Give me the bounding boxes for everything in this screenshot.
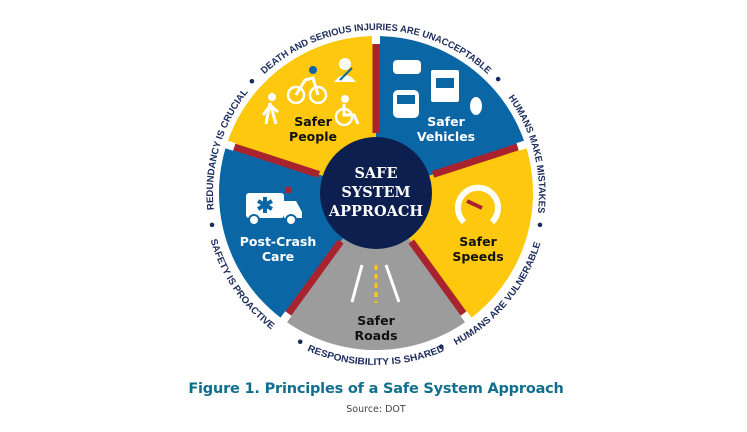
separator-dot <box>249 78 255 84</box>
seatbelt-icon <box>334 58 356 82</box>
bus-icon <box>393 90 419 118</box>
segment-label: Safer <box>357 313 395 328</box>
segment-divider <box>233 143 321 178</box>
center-line: APPROACH <box>328 203 424 220</box>
motorcycle-icon <box>470 97 482 115</box>
divider-gap <box>224 140 236 151</box>
speedometer-icon <box>455 184 501 225</box>
separator-dot <box>297 339 303 345</box>
pedestrian-icon <box>261 93 279 125</box>
center-line: SAFE <box>354 165 397 182</box>
cyclist-icon <box>286 66 328 105</box>
segment-label: Post-Crash <box>240 234 316 249</box>
separator-dot <box>438 344 444 350</box>
safe-system-wheel: SaferVehiclesSaferSpeedsSaferRoadsPost-C… <box>205 22 547 368</box>
road-icon <box>350 264 401 303</box>
figure-source: Source: DOT <box>346 404 406 415</box>
segment-label: Care <box>262 249 294 264</box>
center-circle <box>320 137 432 249</box>
divider-gap <box>516 140 528 151</box>
divider-gap <box>460 311 473 324</box>
segment-divider <box>285 239 344 316</box>
segment-divider <box>431 143 519 178</box>
segment-safer-roads <box>283 193 469 350</box>
car-icon <box>393 60 421 74</box>
segment-label: People <box>289 129 337 144</box>
divider-gap <box>279 311 292 324</box>
separator-dot <box>495 76 501 82</box>
center-line: SYSTEM <box>341 184 410 201</box>
center-title: SAFE SYSTEM APPROACH <box>328 165 424 220</box>
separator-dot <box>537 222 543 228</box>
segment-label: Speeds <box>452 249 503 264</box>
figure-caption: Figure 1. Principles of a Safe System Ap… <box>188 381 564 397</box>
ambulance-icon <box>246 187 302 226</box>
segment-label: Safer <box>427 114 465 129</box>
segment-label: Vehicles <box>417 129 475 144</box>
separator-dot <box>209 222 215 228</box>
segment-label: Safer <box>459 234 497 249</box>
wheelchair-icon <box>334 95 360 127</box>
segment-divider <box>408 239 467 316</box>
segment-label: Safer <box>294 114 332 129</box>
truck-icon <box>431 70 459 102</box>
segment-label: Roads <box>354 328 397 343</box>
